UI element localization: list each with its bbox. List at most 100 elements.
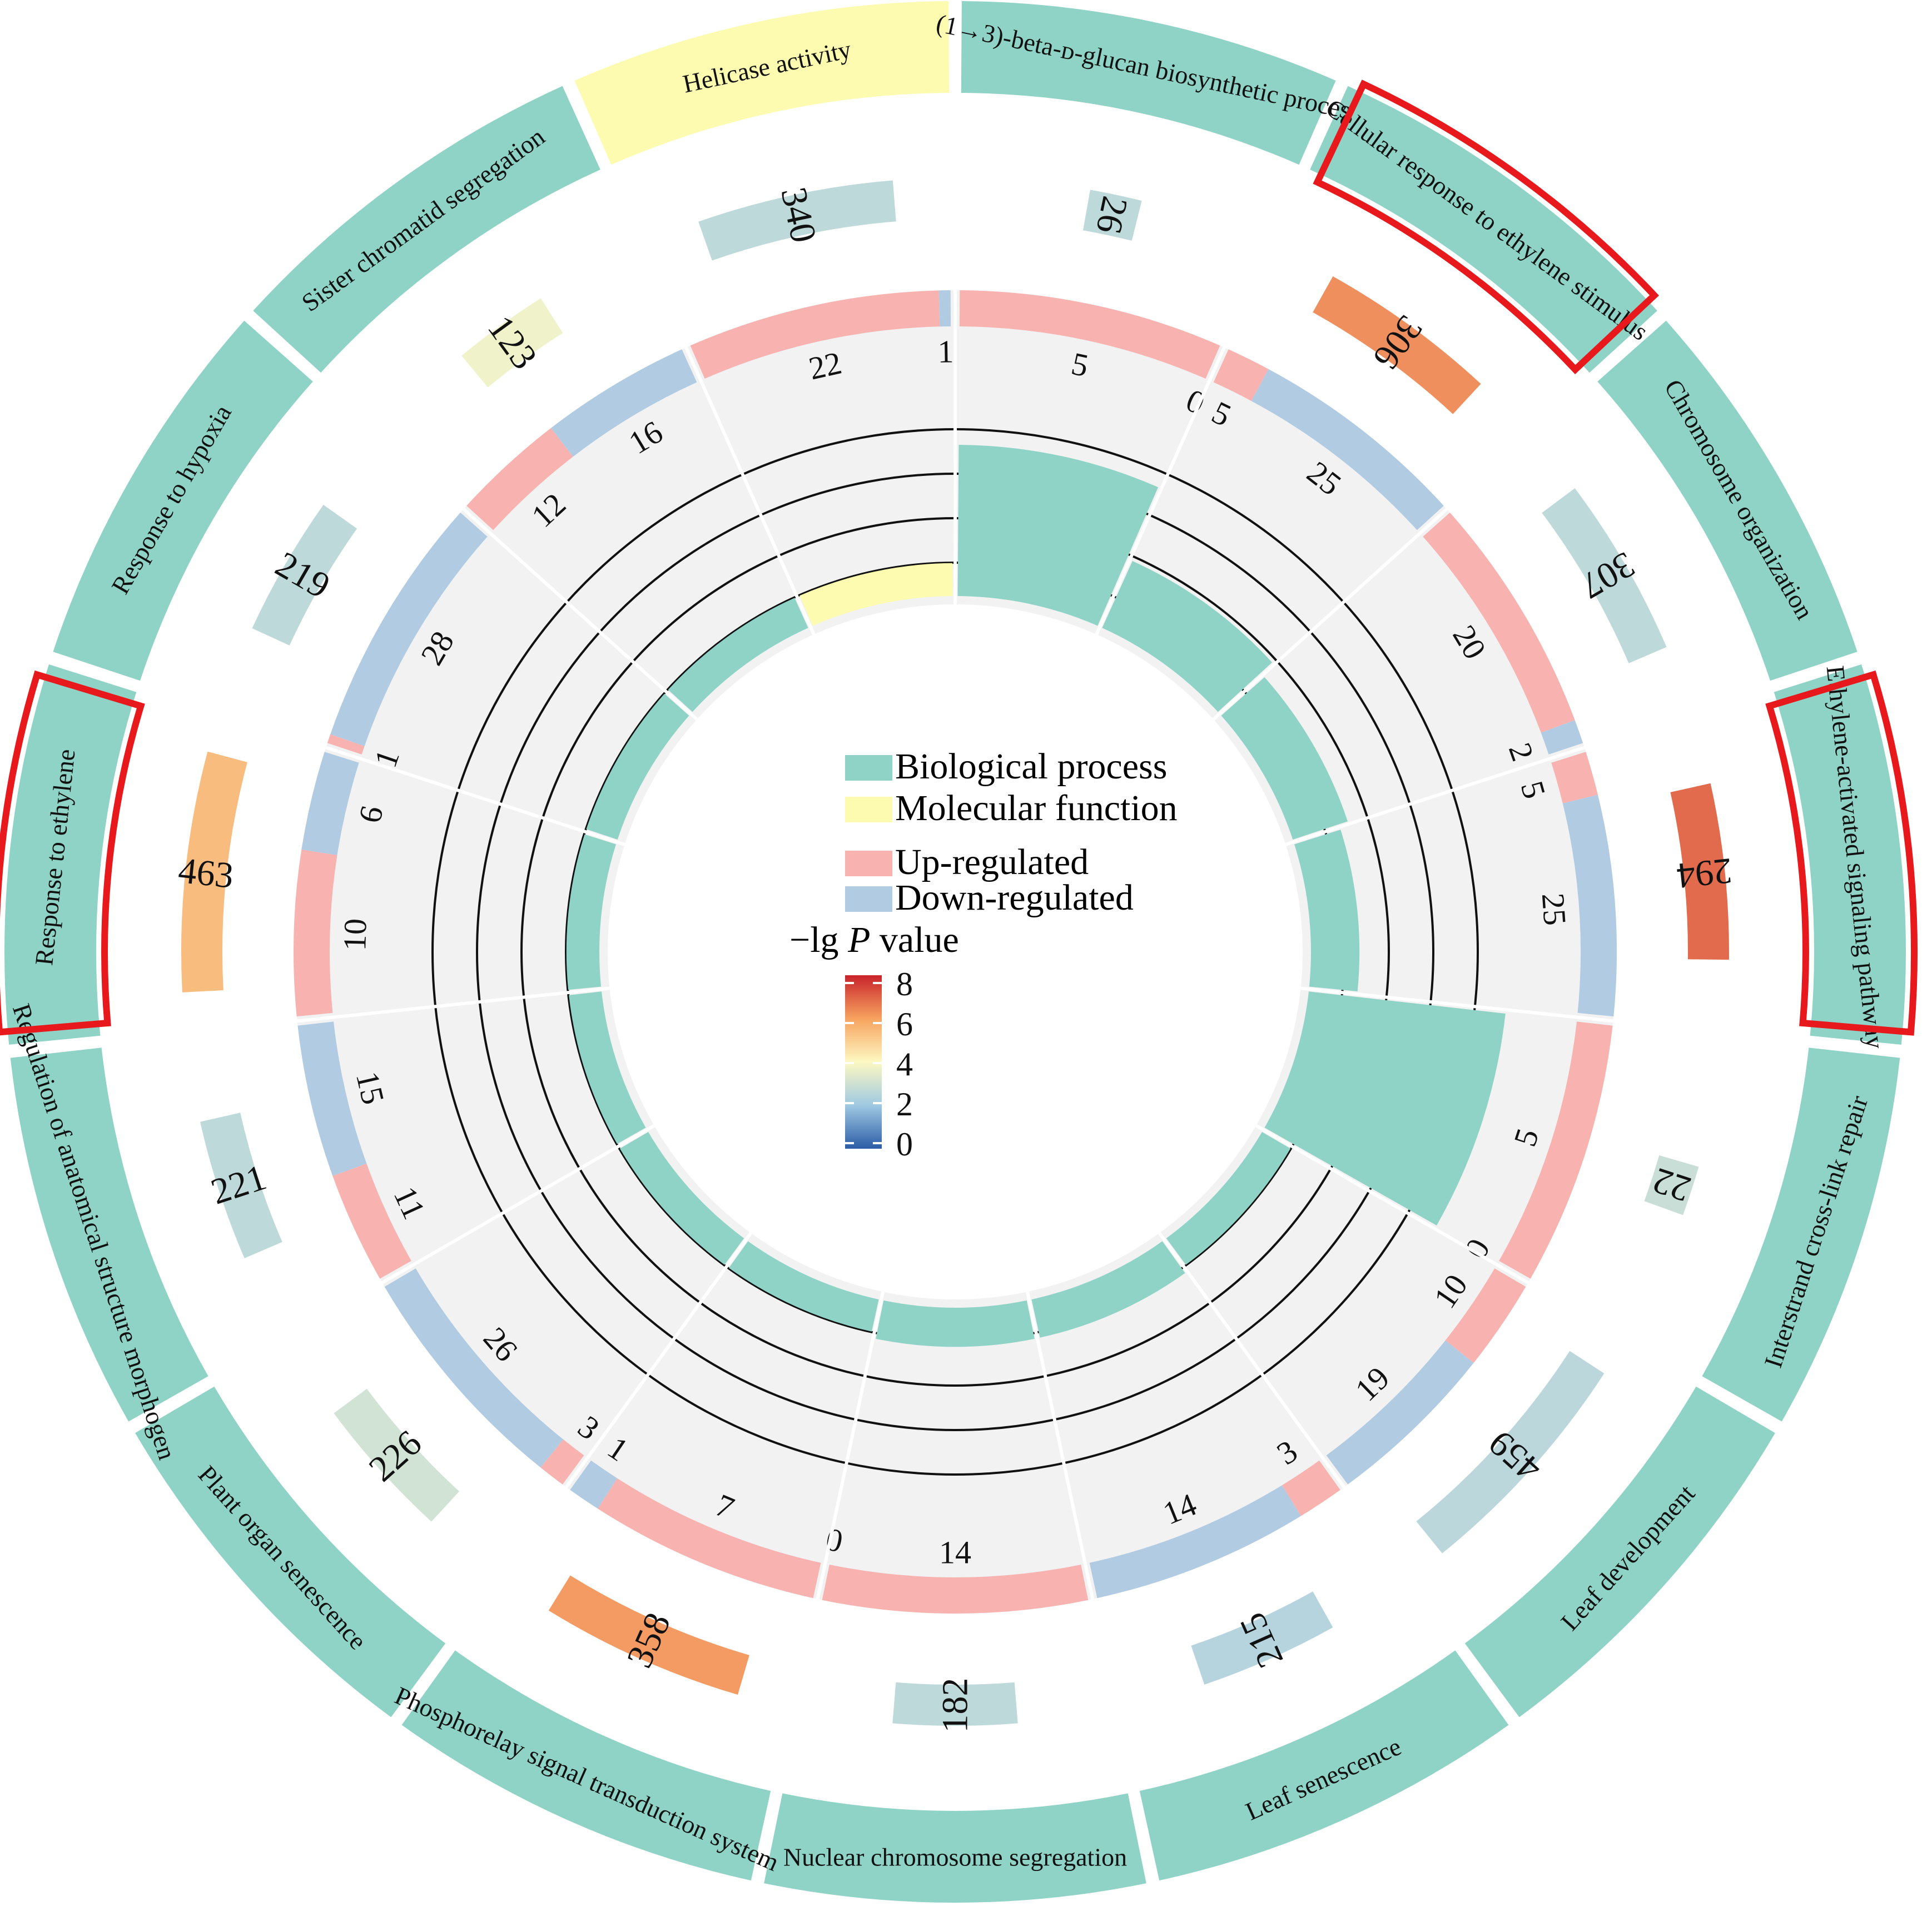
colorbar-tick-label: 4 [896, 1046, 913, 1083]
rich-bar-sister-chromatid-segregation [668, 598, 808, 712]
down-bar-plant-organ-senescence [384, 1268, 564, 1468]
up-bar-phosphorelay-signal-transduction-system [598, 1478, 821, 1599]
rich-factor-bars [566, 445, 1506, 1347]
legend-swatch-down-regulated [845, 886, 892, 912]
regulation-bars: 5052520252550101931414071326111510612812… [294, 290, 1617, 1614]
down-bar-leaf-development [1326, 1340, 1474, 1485]
term-sector-interstrand-cross-link-repair [1702, 1048, 1900, 1422]
rich-bar-helicase-activity [799, 563, 953, 626]
count-bar-helicase-activity [698, 180, 896, 261]
up-bar-1-3-beta-glucan-biosynthetic-process [959, 290, 1220, 379]
up-count-helicase-activity: 22 [806, 345, 845, 387]
up-bar-sister-chromatid-segregation [466, 428, 573, 530]
legend-label-up-regulated: Up-regulated [895, 842, 1089, 882]
term-label-phosphorelay-signal-transduction-system: Phosphorelay signal transduction system [391, 1681, 783, 1877]
highlight-cellular-response-to-ethylene-stimulus [1313, 80, 1659, 375]
up-bar-regulation-of-anatomical-structure-morphogenesis [332, 1163, 411, 1279]
center-hole [608, 604, 1303, 1299]
count-bar-interstrand-cross-link-repair [1644, 1155, 1699, 1215]
up-count-nuclear-chromosome-segregation: 14 [939, 1535, 971, 1571]
sector-dividers [297, 290, 1613, 1600]
rich-bar-regulation-of-anatomical-structure-morphogenesis [569, 991, 646, 1144]
term-label-sister-chromatid-segregation: Sister chromatid segregation [296, 122, 550, 317]
up-bar-chromosome-organization [1423, 512, 1575, 733]
divider [1158, 1232, 1345, 1488]
term-sector-nuclear-chromosome-segregation [764, 1793, 1146, 1903]
up-bar-helicase-activity [690, 290, 940, 379]
legend: Biological process Molecular function Up… [789, 746, 1178, 1163]
down-bar-chromosome-organization [1541, 720, 1583, 755]
up-bar-cellular-response-to-ethylene-stimulus [1213, 349, 1269, 401]
term-label-sectors [4, 1, 1906, 1903]
count-bar-1-3-beta-glucan-biosynthetic-process [1083, 190, 1142, 241]
term-sector-phosphorelay-signal-transduction-system [401, 1650, 771, 1881]
up-bar-response-to-hypoxia [327, 734, 365, 755]
count-label-nuclear-chromosome-segregation: 182 [935, 1678, 976, 1733]
term-sector-ethylene-activated-signaling-pathway [1774, 664, 1906, 1045]
rich-bar-ethylene-activated-signaling-pathway [1294, 830, 1360, 991]
divider [1212, 508, 1448, 721]
count-bar-regulation-of-anatomical-structure-morphogenesis [200, 1113, 282, 1258]
rich-bar-phosphorelay-signal-transduction-system [729, 1241, 879, 1332]
term-sector-1-3-beta-glucan-biosynthetic-process [961, 1, 1336, 165]
rich-bar-nuclear-chromosome-segregation [876, 1300, 1035, 1347]
up-bar-leaf-development [1445, 1268, 1526, 1363]
divider [684, 346, 816, 636]
down-bar-helicase-activity [938, 290, 951, 327]
legend-label-molecular-function: Molecular function [895, 788, 1178, 828]
divider [1285, 746, 1585, 846]
colorbar-tick-label: 2 [896, 1086, 913, 1123]
divider [1095, 346, 1226, 636]
divider [1255, 1124, 1529, 1284]
term-sector-regulation-of-anatomical-structure-morphogenesis [10, 1048, 208, 1422]
down-bar-cellular-response-to-ethylene-stimulus [1251, 369, 1444, 530]
term-sector-helicase-activity [574, 1, 950, 165]
count-label-1-3-beta-glucan-biosynthetic-process: 26 [1088, 193, 1135, 237]
rich-bar-plant-organ-senescence [619, 1131, 744, 1265]
count-bar-ethylene-activated-signaling-pathway [1670, 783, 1729, 960]
divider [462, 508, 698, 721]
up-count-response-to-ethylene: 10 [336, 918, 374, 951]
count-bar-plant-organ-senescence [334, 1388, 459, 1522]
legend-swatch-molecular-function [845, 797, 892, 822]
count-bar-sister-chromatid-segregation [461, 298, 563, 388]
count-bar-leaf-development [1416, 1351, 1605, 1553]
term-label-nuclear-chromosome-segregation: Nuclear chromosome segregation [783, 1843, 1127, 1872]
rich-bar-chromosome-organization [1221, 677, 1348, 840]
colorbar-tick-label: 0 [896, 1126, 913, 1163]
count-bar-cellular-response-to-ethylene-stimulus [1313, 276, 1481, 414]
divider [1025, 1291, 1095, 1600]
colorbar-title: −lg P value [789, 920, 959, 960]
term-sector-sister-chromatid-segregation [253, 86, 600, 373]
rich-bar-leaf-senescence [1031, 1241, 1185, 1338]
term-sector-response-to-ethylene [4, 664, 137, 1045]
colorbar-tick-label: 6 [896, 1006, 913, 1043]
count-bar-response-to-ethylene [181, 751, 247, 992]
down-bar-ethylene-activated-signaling-pathway [1562, 795, 1617, 1017]
divider [816, 1291, 885, 1600]
up-bar-plant-organ-senescence [540, 1439, 584, 1485]
up-bar-response-to-ethylene [294, 849, 337, 1017]
legend-swatch-up-regulated [845, 851, 892, 876]
down-bar-sister-chromatid-segregation [551, 349, 697, 457]
term-sector-chromosome-organization [1597, 320, 1857, 681]
highlight-boxes [0, 80, 1918, 1036]
rich-bar-interstrand-cross-link-repair [1264, 991, 1506, 1225]
term-sector-response-to-hypoxia [53, 320, 313, 681]
up-bar-ethylene-activated-signaling-pathway [1551, 752, 1598, 803]
up-bar-nuclear-chromosome-segregation [822, 1565, 1089, 1614]
count-bar-nuclear-chromosome-segregation [892, 1682, 1018, 1726]
legend-label-down-regulated: Down-regulated [895, 877, 1134, 918]
rich-bar-response-to-hypoxia [586, 693, 689, 840]
divider [1300, 986, 1613, 1023]
rich-bar-response-to-ethylene [566, 834, 616, 990]
down-count-ethylene-activated-signaling-pathway: 25 [1535, 892, 1573, 926]
count-bar-phosphorelay-signal-transduction-system [548, 1575, 749, 1695]
divider [325, 746, 625, 846]
term-sector-cellular-response-to-ethylene-stimulus [1310, 86, 1657, 373]
count-bar-chromosome-organization [1542, 488, 1667, 663]
rich-bar-1-3-beta-glucan-biosynthetic-process [957, 445, 1159, 626]
count-label-ethylene-activated-signaling-pathway: 294 [1675, 850, 1734, 896]
